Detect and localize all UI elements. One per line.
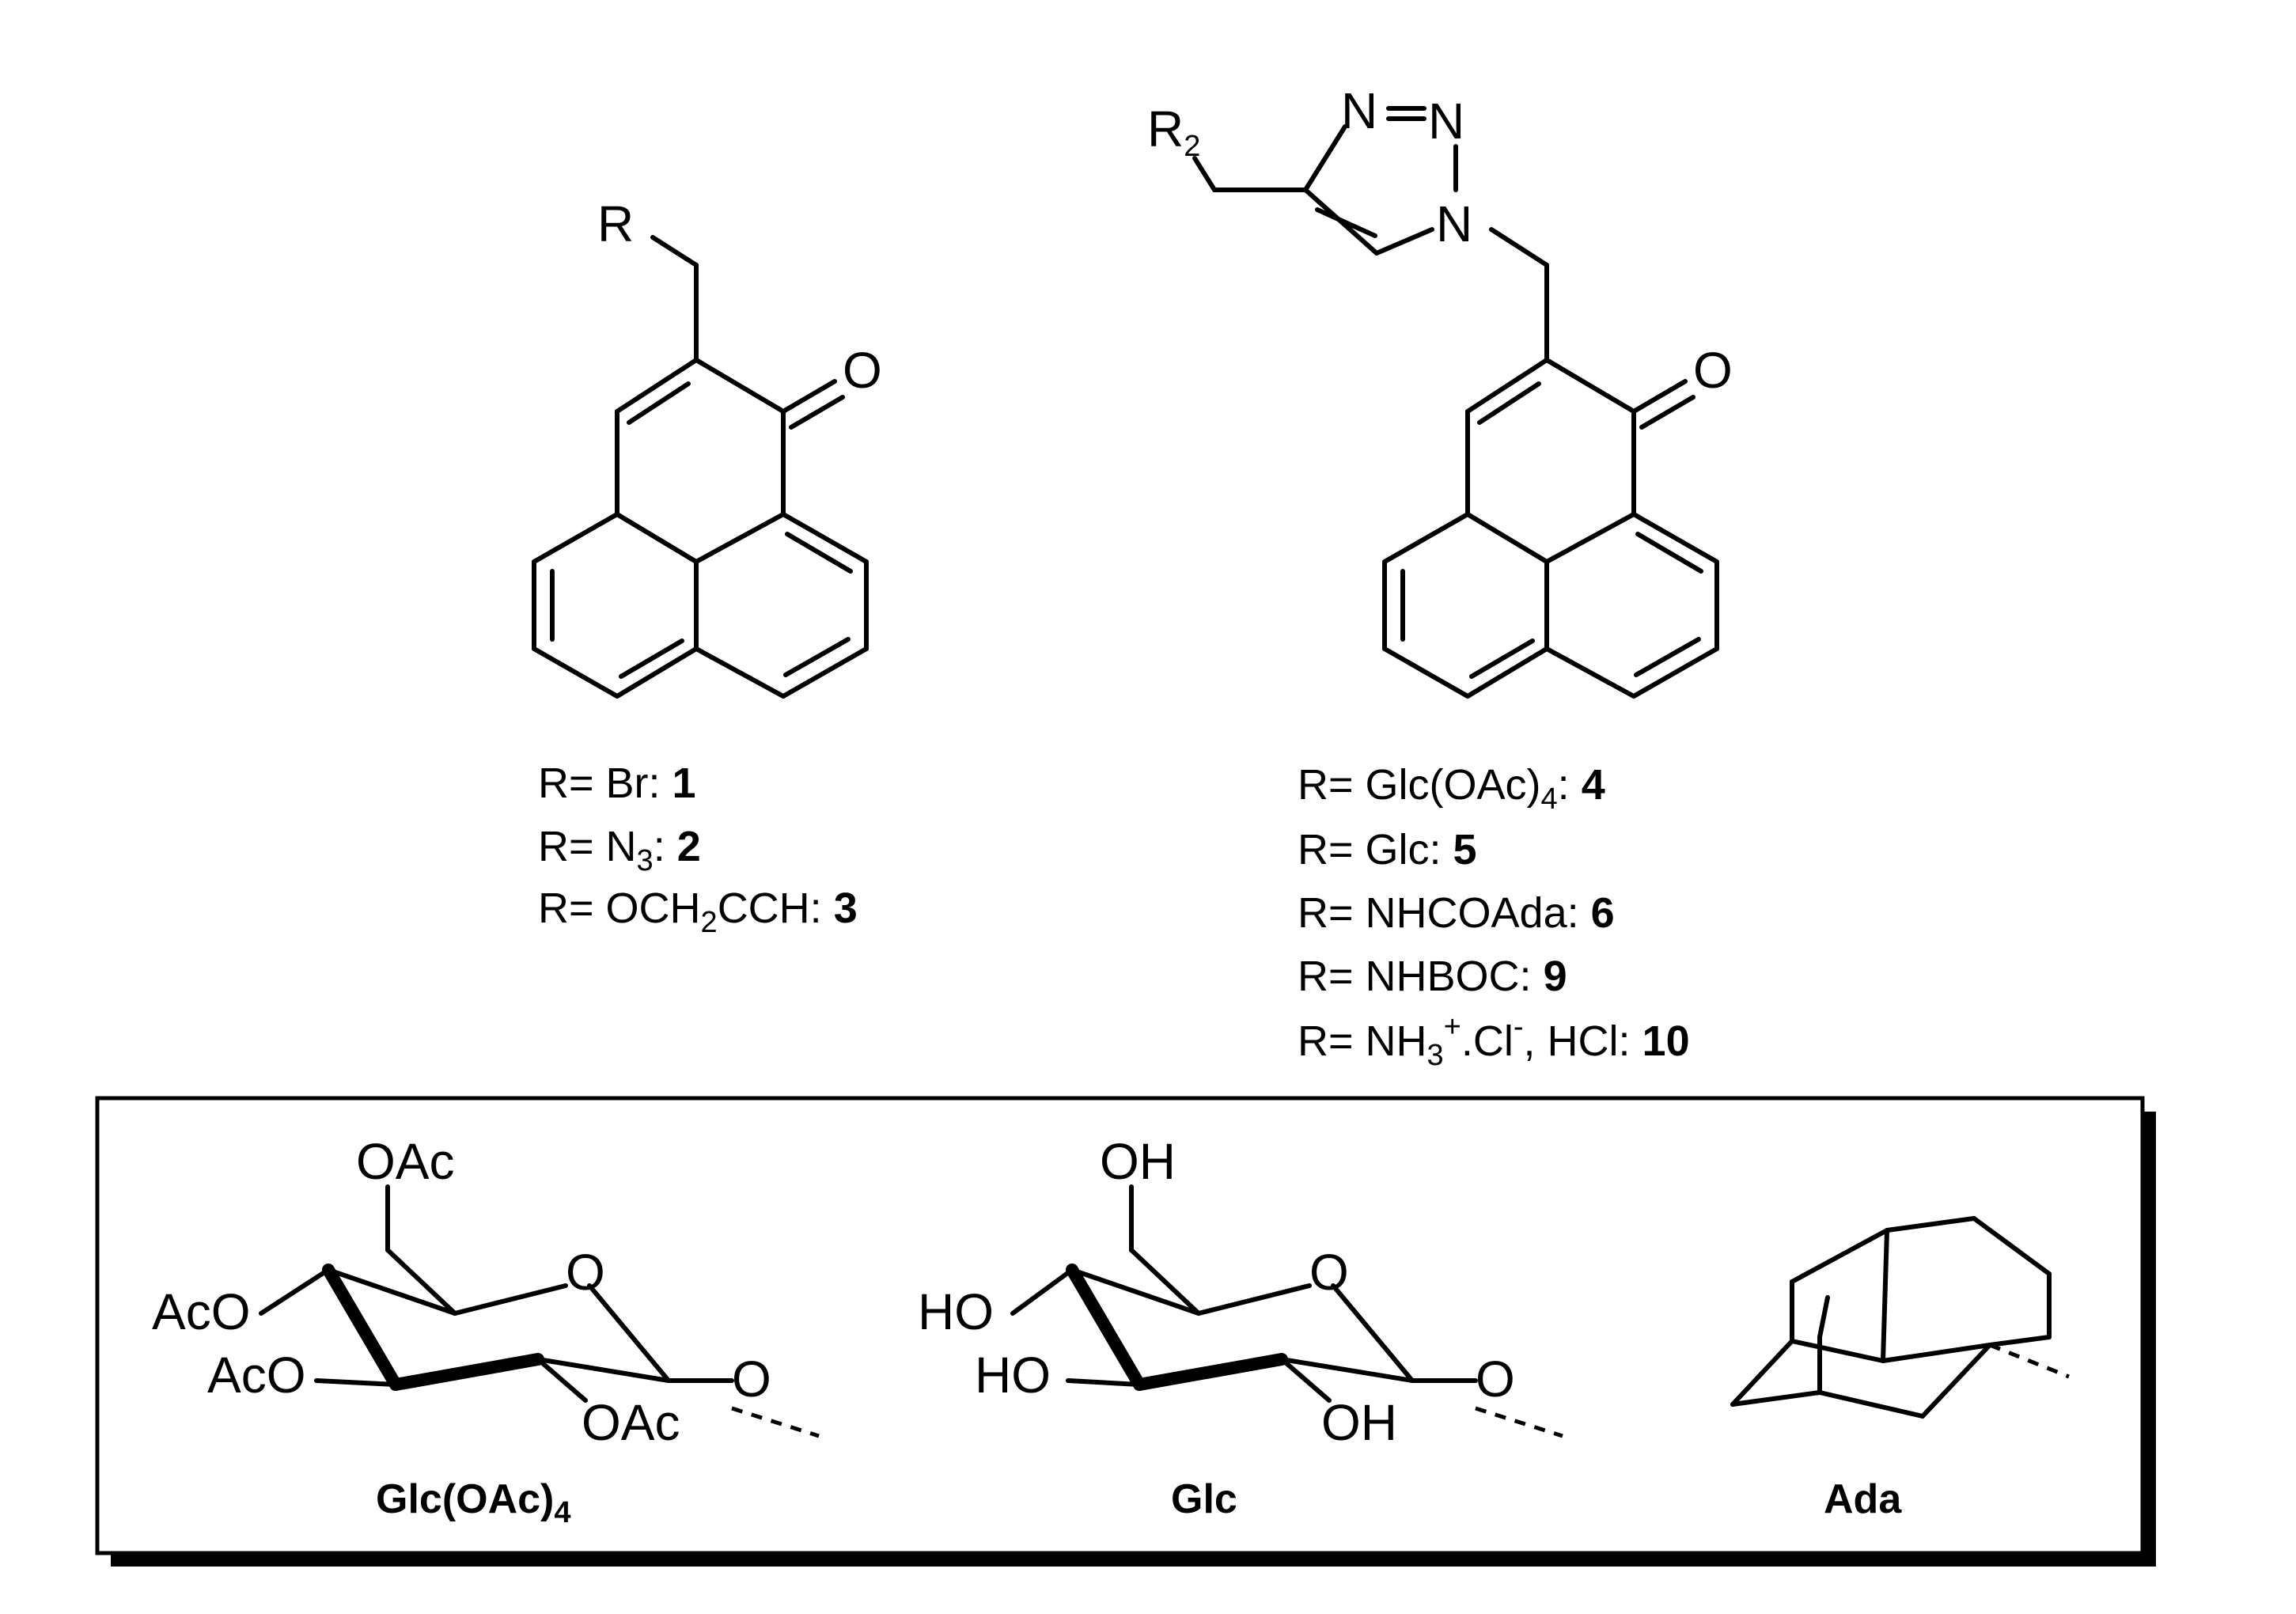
ada-structure	[1730, 1216, 2070, 1419]
glc-caption: Glc	[1171, 1476, 1237, 1522]
list-item: R= N3: 2	[538, 823, 701, 877]
ada-caption: Ada	[1824, 1476, 1902, 1522]
glc-left1-label: HO	[918, 1283, 994, 1340]
list-item: R= NHBOC: 9	[1298, 953, 1567, 1000]
substituent-r2-label: R2	[1147, 100, 1200, 163]
substituent-r-label: R	[597, 195, 634, 252]
carbonyl-oxygen-label: O	[843, 342, 882, 399]
glc-bottom-label: OH	[1321, 1394, 1397, 1451]
legend-box	[95, 1096, 2145, 1555]
triazole-n-label: N	[1341, 82, 1377, 139]
list-item: R= Br: 1	[538, 760, 696, 807]
list-item: R= Glc: 5	[1298, 826, 1477, 873]
glc-oac-anomeric-o-label: O	[732, 1351, 771, 1408]
carbonyl-oxygen-label: O	[1693, 342, 1733, 399]
glc-left2-label: HO	[975, 1347, 1051, 1404]
glc-structure	[1010, 1184, 1563, 1438]
glc-ring-o-label: O	[1309, 1244, 1349, 1301]
compound-left-list: R= Br: 1 R= N3: 2 R= OCH2CCH: 3	[538, 760, 858, 939]
list-item: R= NHCOAda: 6	[1298, 889, 1615, 937]
glc-oac-bottom-label: OAc	[582, 1394, 680, 1451]
compound-right-structure	[1192, 106, 1719, 699]
glc-oac-top-label: OAc	[356, 1133, 454, 1190]
glc-top-label: OH	[1100, 1133, 1176, 1190]
list-item: R= Glc(OAc)4: 4	[1298, 761, 1605, 816]
compound-right-list: R= Glc(OAc)4: 4 R= Glc: 5 R= NHCOAda: 6 …	[1298, 761, 1690, 1072]
glc-anomeric-o-label: O	[1476, 1351, 1515, 1408]
glc-oac-caption: Glc(OAc)4	[376, 1476, 571, 1529]
glc-oac-ring-o-label: O	[566, 1244, 605, 1301]
glc-oac-structure	[259, 1184, 820, 1438]
triazole-n-label: N	[1436, 195, 1472, 252]
list-item: R= NH3+.Cl-, HCl: 10	[1298, 1010, 1690, 1072]
list-item: R= OCH2CCH: 3	[538, 885, 858, 939]
glc-oac-left2-label: AcO	[207, 1347, 305, 1404]
compound-left-structure	[532, 235, 869, 699]
triazole-n-label: N	[1428, 93, 1464, 150]
glc-oac-left1-label: AcO	[152, 1283, 250, 1340]
